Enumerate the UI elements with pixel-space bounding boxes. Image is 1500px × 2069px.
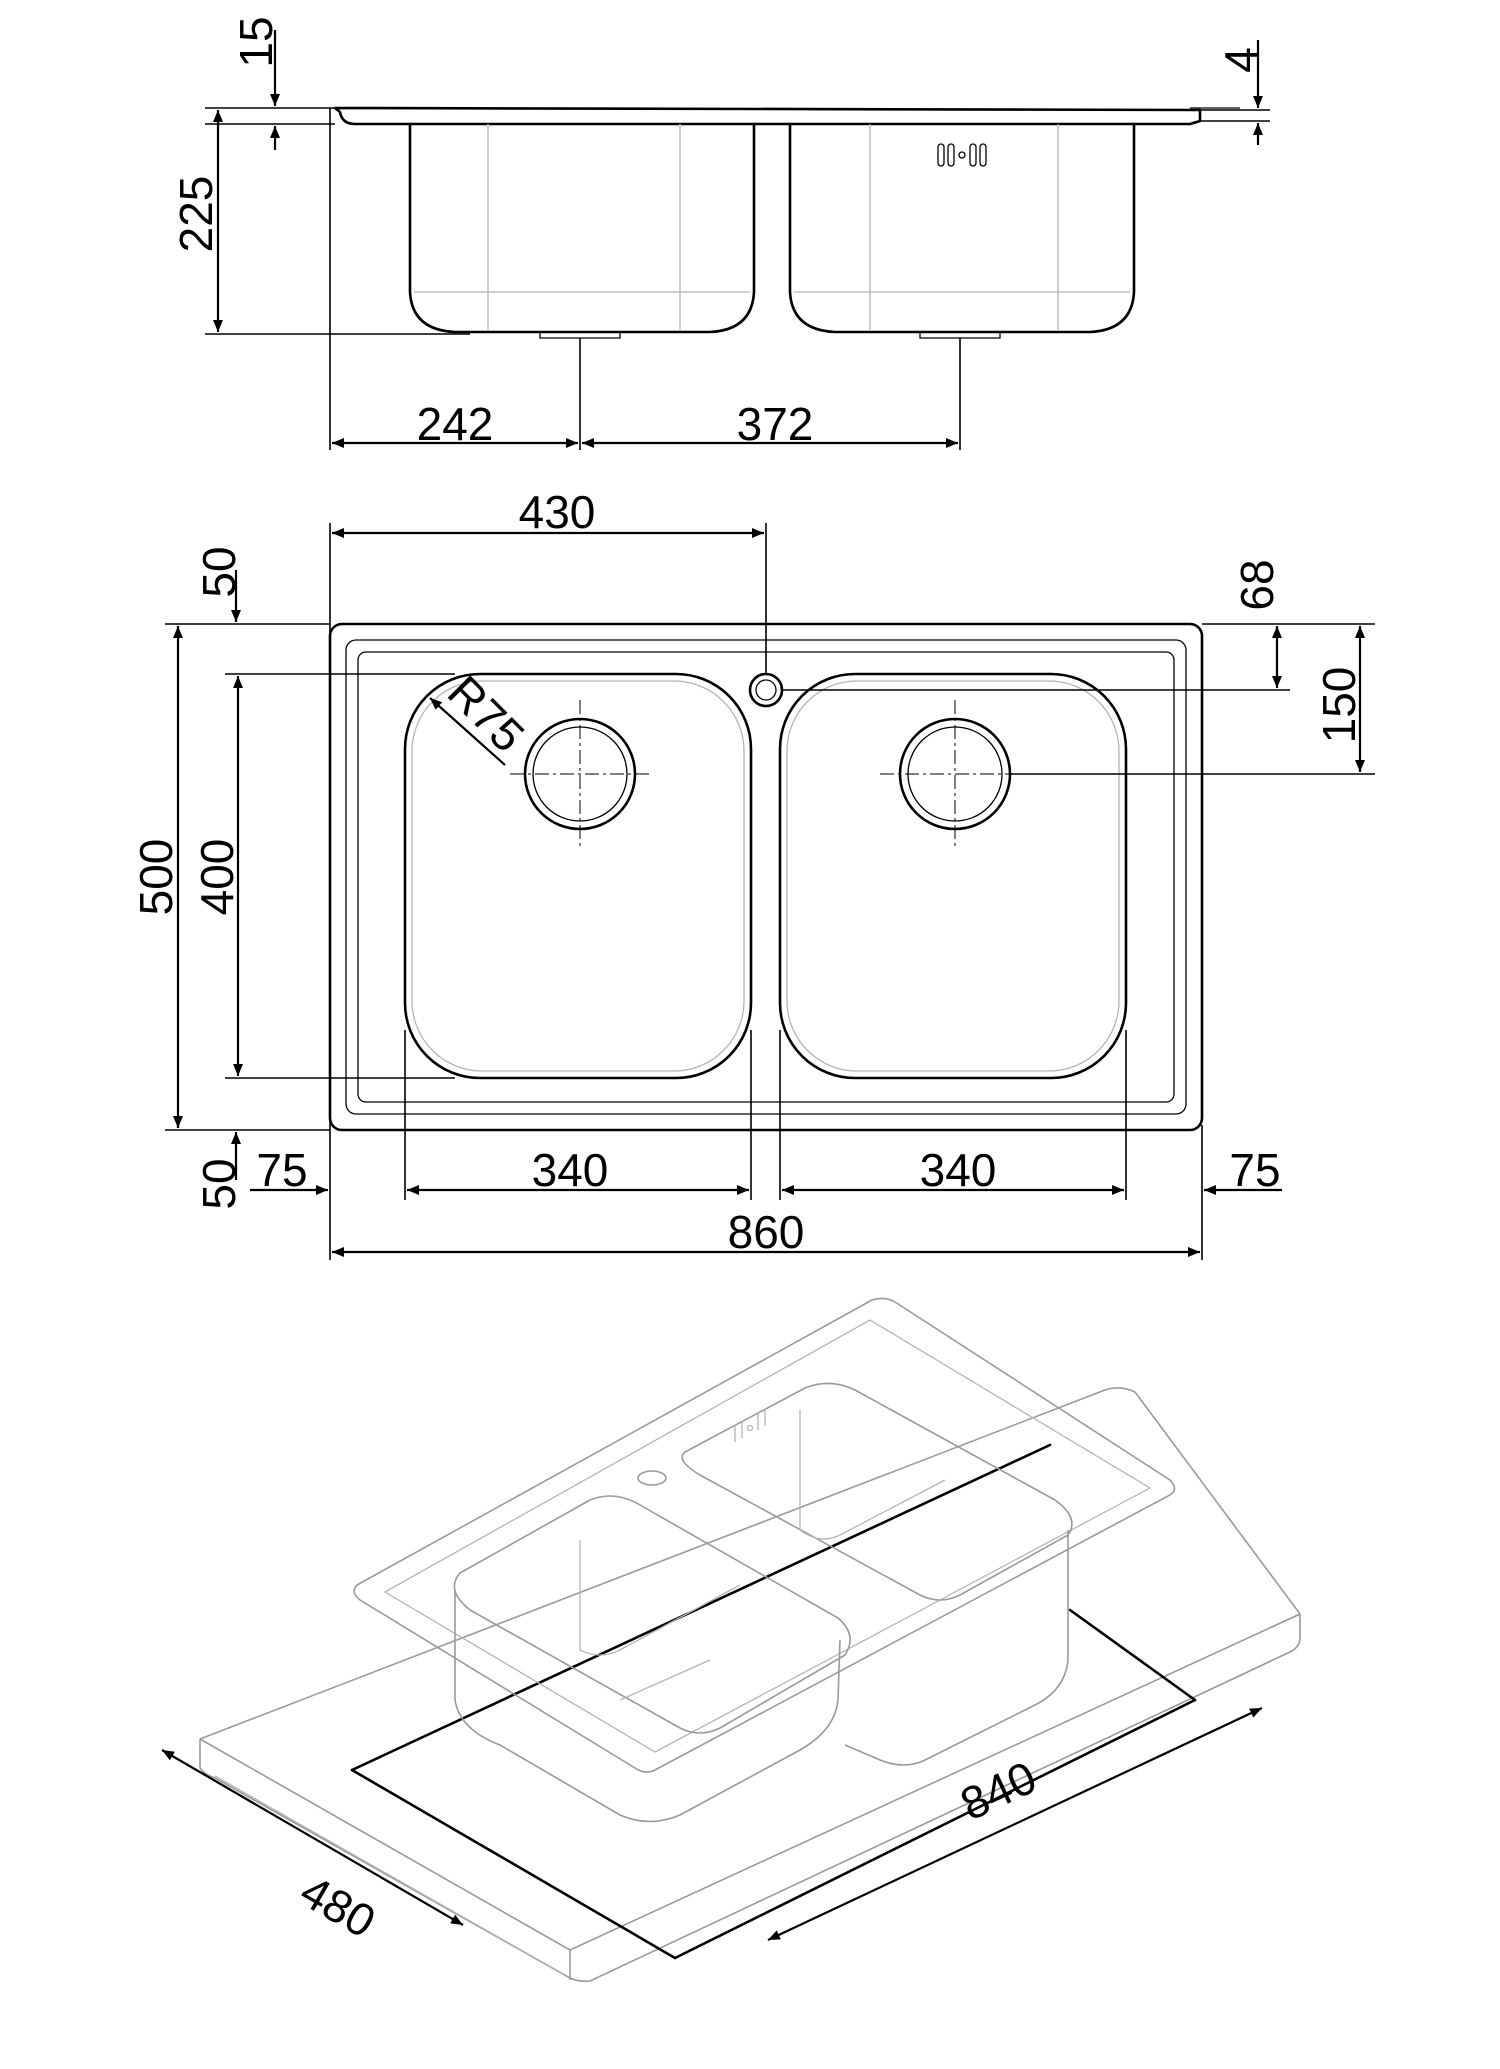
isometric-view: 480 840 bbox=[161, 1297, 1301, 1982]
dim-50-top: 50 bbox=[193, 546, 245, 597]
dim-840: 840 bbox=[952, 1751, 1044, 1831]
dim-480: 480 bbox=[292, 1864, 384, 1947]
dim-340-right: 340 bbox=[920, 1144, 997, 1196]
side-view: 15 4 225 242 372 bbox=[170, 16, 1270, 450]
dim-500: 500 bbox=[130, 839, 182, 916]
dim-860: 860 bbox=[728, 1206, 805, 1258]
dim-line-r75 bbox=[429, 697, 506, 766]
dim-430: 430 bbox=[519, 486, 596, 538]
iso-sink bbox=[353, 1297, 1176, 1823]
dim-68: 68 bbox=[1231, 559, 1283, 610]
dim-50-bottom: 50 bbox=[193, 1158, 245, 1209]
right-drain bbox=[880, 700, 1030, 850]
side-left-bowl bbox=[408, 122, 756, 334]
side-right-bowl bbox=[788, 122, 1136, 334]
top-view: 430 50 68 150 500 400 R75 50 75 340 340 … bbox=[130, 486, 1375, 1260]
top-right-bowl bbox=[778, 672, 1128, 1080]
tap-hole bbox=[748, 672, 784, 708]
dim-75-left: 75 bbox=[256, 1144, 307, 1196]
dim-242: 242 bbox=[417, 398, 494, 450]
dim-line-480 bbox=[161, 1749, 464, 1926]
iso-cutout bbox=[350, 1443, 1197, 1960]
dim-400: 400 bbox=[191, 839, 243, 916]
top-left-bowl bbox=[403, 672, 753, 1080]
left-drain bbox=[510, 700, 650, 850]
overflow-slot-icon bbox=[937, 143, 987, 167]
dim-150: 150 bbox=[1313, 667, 1365, 744]
dim-4: 4 bbox=[1215, 47, 1267, 73]
dim-15: 15 bbox=[230, 16, 282, 67]
dim-372: 372 bbox=[737, 398, 814, 450]
dim-225: 225 bbox=[170, 176, 222, 253]
side-flange bbox=[333, 106, 1202, 126]
dim-line-840 bbox=[767, 1707, 1263, 1941]
dim-75-right: 75 bbox=[1229, 1144, 1280, 1196]
dim-340-left: 340 bbox=[532, 1144, 609, 1196]
